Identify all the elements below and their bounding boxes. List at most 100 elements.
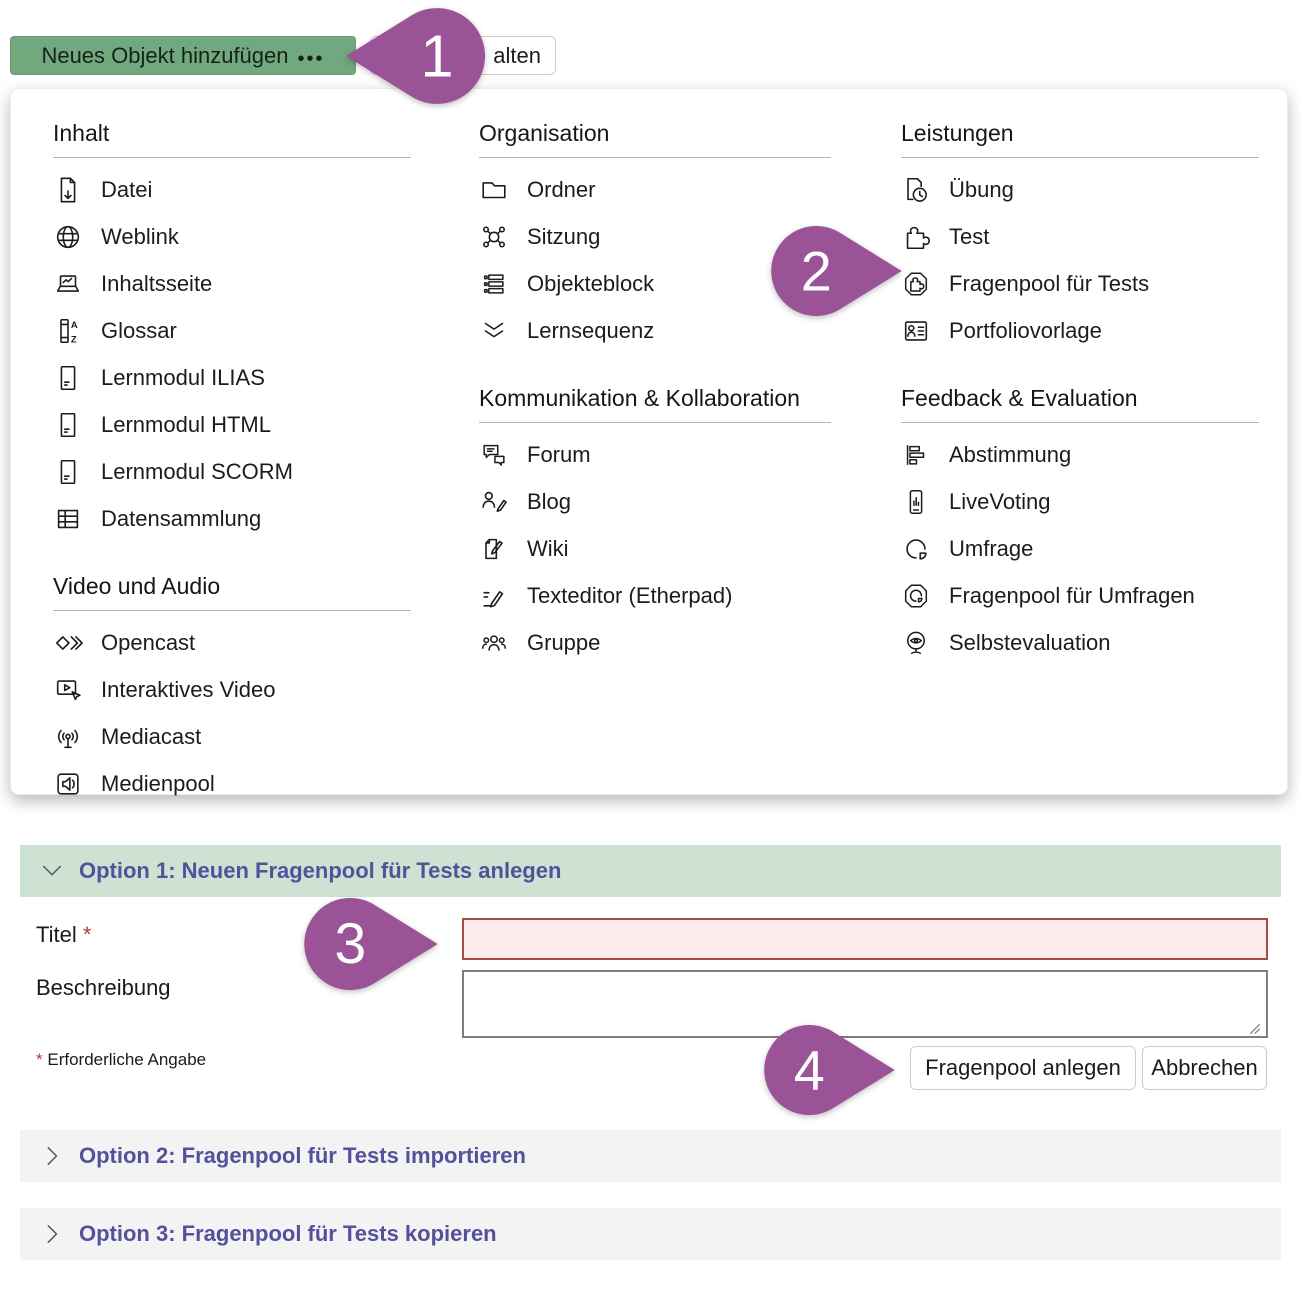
menu-item-datensammlung[interactable]: Datensammlung [53, 495, 411, 542]
menu-item-label: Glossar [101, 317, 177, 343]
file-icon [60, 177, 76, 203]
puzzle-icon [906, 226, 930, 249]
partial-button-label: alten [493, 42, 541, 68]
menu-item-lernmodul-ilias[interactable]: Lernmodul ILIAS [53, 354, 411, 401]
menu-item-interaktives-video[interactable]: Interaktives Video [53, 666, 411, 713]
menu-item-livevoting[interactable]: LiveVoting [901, 478, 1259, 525]
menu-item-lernmodul-html[interactable]: Lernmodul HTML [53, 401, 411, 448]
option-1-header[interactable]: Option 1: Neuen Fragenpool für Tests anl… [20, 845, 1281, 897]
session-icon [482, 226, 506, 248]
self-evaluation-icon [907, 631, 925, 654]
menu-item-label: Texteditor (Etherpad) [527, 582, 733, 608]
menu-item-objekteblock[interactable]: Objekteblock [479, 260, 831, 307]
menu-item-glossar[interactable]: Glossar [53, 307, 411, 354]
menu-item-umfrage[interactable]: Umfrage [901, 525, 1259, 572]
menu-section-title: Organisation [479, 111, 831, 159]
menu-item-fragenpool-f-r-umfragen[interactable]: Fragenpool für Umfragen [901, 572, 1259, 619]
menu-item-datei[interactable]: Datei [53, 166, 411, 213]
learning-module-icon [60, 459, 76, 484]
menu-item-label: Medienpool [101, 770, 215, 796]
menu-item-lernsequenz[interactable]: Lernsequenz [479, 307, 831, 354]
menu-item-abstimmung[interactable]: Abstimmung [901, 431, 1259, 478]
menu-item-sitzung[interactable]: Sitzung [479, 213, 831, 260]
menu-item-label: Selbstevaluation [949, 629, 1111, 655]
menu-section-title: Kommunikation & Kollabo­ration [479, 376, 831, 424]
menu-item-weblink[interactable]: Weblink [53, 213, 411, 260]
menu-item-fragenpool-f-r-tests[interactable]: Fragenpool für Tests [901, 260, 1259, 307]
live-voting-icon [909, 489, 923, 514]
required-asterisk: * [36, 1050, 43, 1069]
opencast-icon [55, 635, 83, 650]
interactive-video-icon [56, 679, 81, 700]
partially-hidden-toolbar-button[interactable]: alten [370, 36, 556, 75]
data-table-icon [57, 509, 79, 528]
weblink-icon [56, 225, 80, 248]
annotation-marker-4: 4 [764, 1025, 895, 1115]
learning-module-icon [60, 412, 76, 437]
menu-item-label: Opencast [101, 629, 196, 655]
question-pool-survey-icon [904, 584, 928, 608]
menu-item-medienpool[interactable]: Medienpool [53, 760, 411, 807]
menu-item-texteditor-etherpad[interactable]: Texteditor (Etherpad) [479, 572, 831, 619]
menu-item-label: Wiki [527, 535, 569, 561]
description-field-label: Beschreibung [36, 975, 171, 1000]
menu-item-label: Forum [527, 441, 591, 467]
chevron-down-icon [43, 865, 61, 876]
menu-item-bung[interactable]: Übung [901, 166, 1259, 213]
menu-item-label: Weblink [101, 223, 179, 249]
menu-item-opencast[interactable]: Opencast [53, 619, 411, 666]
menu-item-inhaltsseite[interactable]: Inhaltsseite [53, 260, 411, 307]
menu-item-label: Blog [527, 488, 572, 514]
menu-item-label: Lernsequenz [527, 317, 655, 343]
exercise-icon [907, 177, 927, 202]
menu-item-forum[interactable]: Forum [479, 431, 831, 478]
cancel-button[interactable]: Abbrechen [1142, 1046, 1267, 1090]
wiki-icon [485, 538, 503, 559]
chevron-right-icon [47, 1147, 58, 1165]
option-2-header[interactable]: Option 2: Fragenpool für Tests importier… [20, 1130, 1281, 1182]
menu-item-lernmodul-scorm[interactable]: Lernmodul SCORM [53, 448, 411, 495]
create-question-pool-button[interactable]: Fragenpool anlegen [910, 1046, 1136, 1090]
description-textarea[interactable] [462, 970, 1268, 1038]
svg-text:3: 3 [334, 912, 366, 976]
add-new-object-label: Neues Objekt hinzufügen [41, 42, 289, 68]
title-input[interactable] [462, 918, 1268, 960]
option-3-header[interactable]: Option 3: Fragenpool für Tests kopieren [20, 1208, 1281, 1260]
menu-item-label: Interaktives Video [101, 676, 276, 702]
menu-item-label: Sitzung [527, 223, 601, 249]
menu-item-selbstevaluation[interactable]: Selbstevaluation [901, 619, 1259, 666]
survey-icon [906, 538, 927, 560]
menu-item-label: Lernmodul ILIAS [101, 364, 265, 390]
broadcast-icon [57, 729, 79, 748]
chevron-right-icon [47, 1225, 58, 1243]
menu-item-blog[interactable]: Blog [479, 478, 831, 525]
option-2-title: Option 2: Fragenpool für Tests importier… [79, 1143, 526, 1168]
option-3-title: Option 3: Fragenpool für Tests kopieren [79, 1221, 497, 1246]
menu-item-test[interactable]: Test [901, 213, 1259, 260]
menu-section-title: Video und Audio [53, 564, 411, 612]
menu-item-label: Umfrage [949, 535, 1034, 561]
portfolio-template-icon [904, 320, 928, 341]
forum-icon [483, 444, 505, 466]
menu-section-title: Feedback & Evaluation [901, 376, 1259, 424]
menu-item-label: Inhaltsseite [101, 270, 213, 296]
menu-item-label: Test [949, 223, 990, 249]
menu-item-portfoliovorlage[interactable]: Portfoliovorlage [901, 307, 1259, 354]
add-new-object-button[interactable]: Neues Objekt hinzufügen ••• [10, 36, 356, 75]
menu-item-gruppe[interactable]: Gruppe [479, 619, 831, 666]
content-page-icon [56, 274, 80, 292]
menu-item-ordner[interactable]: Ordner [479, 166, 831, 213]
menu-item-wiki[interactable]: Wiki [479, 525, 831, 572]
menu-item-label: Datei [101, 176, 153, 202]
menu-item-mediacast[interactable]: Mediacast [53, 713, 411, 760]
media-pool-icon [57, 772, 79, 795]
